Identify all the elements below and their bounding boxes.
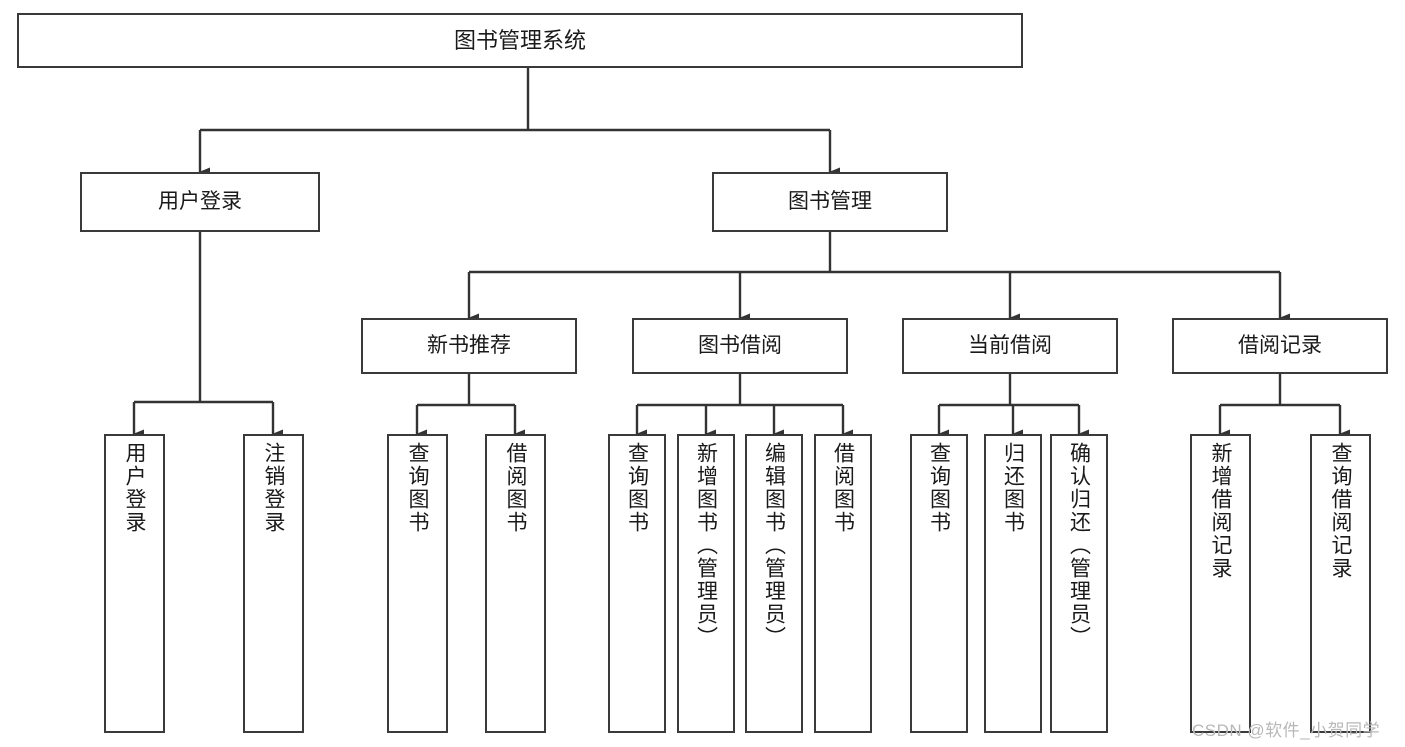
node-leaf-7[interactable]: 借阅图书 bbox=[814, 434, 872, 733]
node-label: 图书管理系统 bbox=[453, 27, 586, 53]
node-leaf-2[interactable]: 查询图书 bbox=[387, 434, 448, 733]
node-leaf-6[interactable]: 编辑图书（管理员） bbox=[745, 434, 803, 733]
node-level3-2[interactable]: 当前借阅 bbox=[902, 318, 1118, 374]
node-leaf-10[interactable]: 确认归还（管理员） bbox=[1050, 434, 1108, 733]
node-label: 借阅图书 bbox=[831, 442, 855, 534]
watermark-text: CSDN @软件_小贺同学 bbox=[1192, 721, 1381, 740]
node-label: 查询图书 bbox=[625, 442, 649, 534]
node-leaf-4[interactable]: 查询图书 bbox=[608, 434, 666, 733]
node-label: 新增借阅记录 bbox=[1209, 442, 1232, 580]
node-label: 当前借阅 bbox=[968, 333, 1052, 357]
node-label: 新增图书（管理员） bbox=[694, 442, 718, 649]
node-label: 用户登录 bbox=[158, 189, 242, 213]
node-level2-0[interactable]: 用户登录 bbox=[80, 172, 320, 232]
node-label: 查询借阅记录 bbox=[1329, 442, 1352, 580]
node-label: 图书管理 bbox=[788, 189, 872, 213]
node-leaf-9[interactable]: 归还图书 bbox=[984, 434, 1042, 733]
node-leaf-5[interactable]: 新增图书（管理员） bbox=[677, 434, 735, 733]
node-leaf-8[interactable]: 查询图书 bbox=[910, 434, 968, 733]
node-label: 编辑图书（管理员） bbox=[762, 442, 786, 649]
node-label: 归还图书 bbox=[1001, 442, 1025, 534]
node-label: 注销登录 bbox=[262, 442, 285, 534]
node-leaf-11[interactable]: 新增借阅记录 bbox=[1190, 434, 1251, 733]
node-label: 查询图书 bbox=[406, 442, 429, 534]
node-leaf-1[interactable]: 注销登录 bbox=[243, 434, 304, 733]
node-root[interactable]: 图书管理系统 bbox=[17, 13, 1023, 68]
node-label: 新书推荐 bbox=[427, 333, 511, 357]
node-leaf-0[interactable]: 用户登录 bbox=[104, 434, 165, 733]
node-leaf-3[interactable]: 借阅图书 bbox=[485, 434, 546, 733]
node-label: 借阅图书 bbox=[504, 442, 527, 534]
node-label: 确认归还（管理员） bbox=[1067, 442, 1091, 649]
node-label: 查询图书 bbox=[927, 442, 951, 534]
node-level3-3[interactable]: 借阅记录 bbox=[1172, 318, 1388, 374]
node-level3-1[interactable]: 图书借阅 bbox=[632, 318, 848, 374]
node-level3-0[interactable]: 新书推荐 bbox=[361, 318, 577, 374]
node-label: 借阅记录 bbox=[1238, 333, 1322, 357]
node-label: 图书借阅 bbox=[698, 333, 782, 357]
node-label: 用户登录 bbox=[123, 442, 146, 534]
node-leaf-12[interactable]: 查询借阅记录 bbox=[1310, 434, 1371, 733]
node-level2-1[interactable]: 图书管理 bbox=[712, 172, 948, 232]
